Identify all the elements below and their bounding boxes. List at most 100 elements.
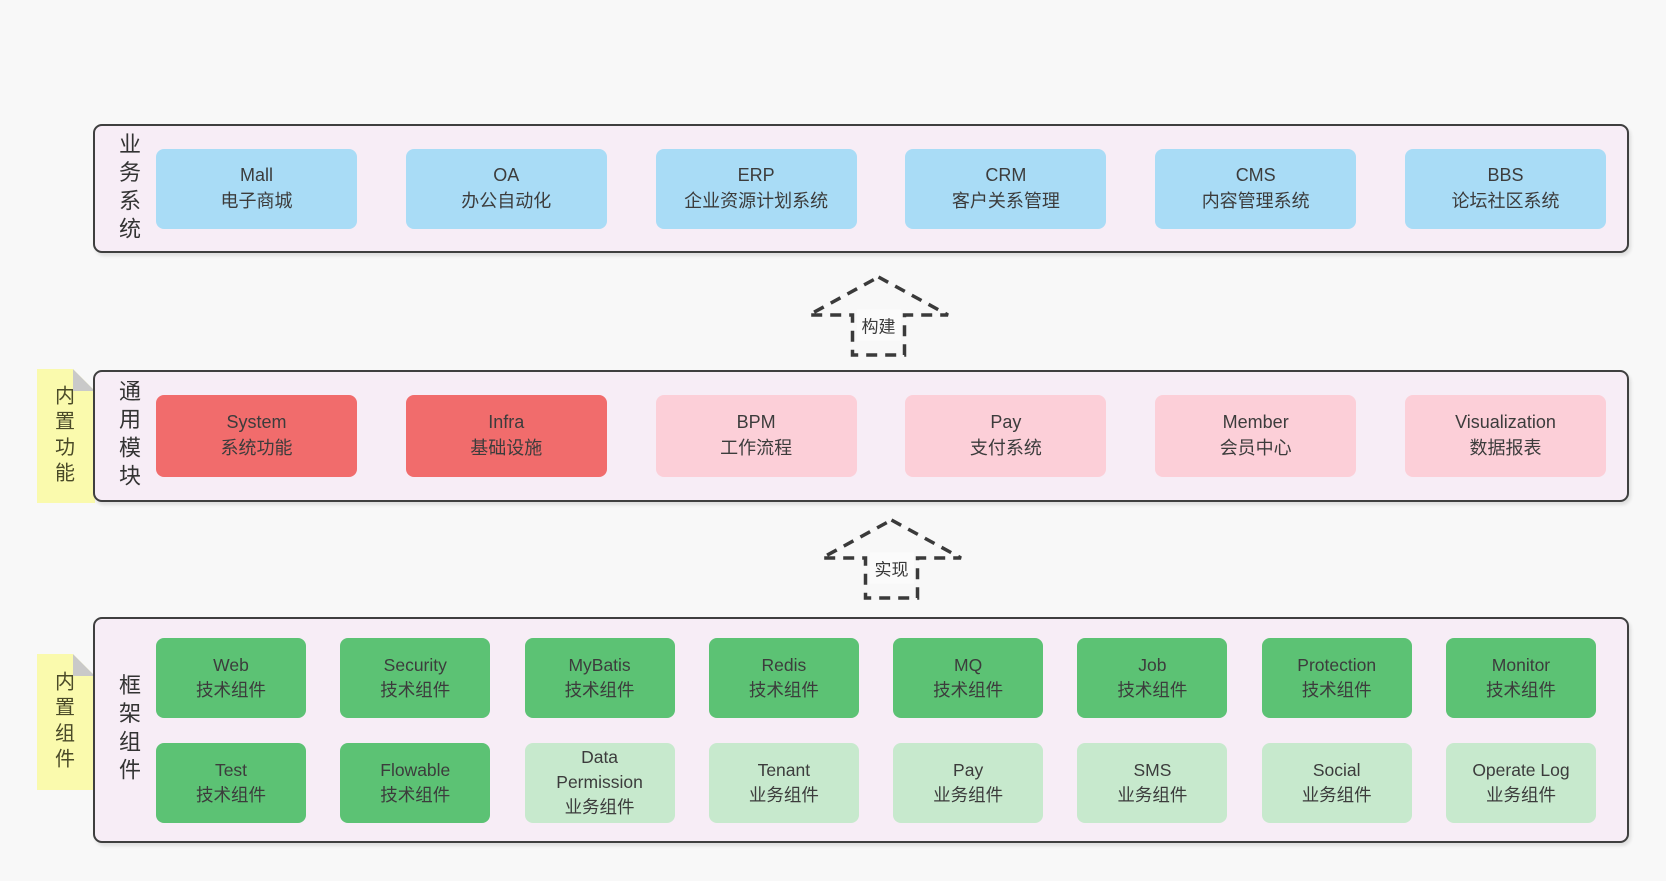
arrow-up-icon: [821, 518, 962, 600]
box-cms: CMS 内容管理系统: [1155, 148, 1357, 229]
box-mq: MQ 技术组件: [893, 637, 1044, 718]
section-business-systems: 业务系统 Mall 电子商城 OA 办公自动化 ERP 企业资源计划系统 CRM…: [93, 124, 1629, 253]
box-title: Operate Log: [1472, 759, 1570, 780]
arrow-label: 实现: [869, 552, 914, 584]
box-security: Security 技术组件: [340, 637, 491, 718]
box-subtitle: 技术组件: [1301, 679, 1372, 700]
box-protection: Protection 技术组件: [1261, 637, 1412, 718]
box-oa: OA 办公自动化: [405, 148, 607, 229]
box-subtitle: 技术组件: [564, 679, 635, 700]
box-subtitle: 业务组件: [1485, 784, 1556, 805]
box-title: MyBatis: [568, 654, 631, 675]
box-title: Data Permission: [556, 747, 643, 793]
box-social: Social 业务组件: [1261, 742, 1412, 823]
box-erp: ERP 企业资源计划系统: [655, 148, 857, 229]
box-web: Web 技术组件: [156, 637, 306, 718]
box-subtitle: 工作流程: [720, 438, 793, 458]
box-flowable: Flowable 技术组件: [340, 742, 491, 823]
box-title: Flowable: [380, 759, 451, 780]
sticky-note-label: 内置功能: [51, 384, 74, 488]
arrow-implement: 实现: [820, 518, 963, 600]
box-redis: Redis 技术组件: [708, 637, 859, 718]
box-rows: System 系统功能 Infra 基础设施 BPM 工作流程 Pay 支付系统…: [156, 372, 1606, 500]
box-subtitle: 技术组件: [933, 679, 1004, 700]
box-subtitle: 技术组件: [196, 784, 266, 805]
sticky-note-built-in-components: 内置组件: [37, 654, 95, 790]
box-mybatis: MyBatis 技术组件: [524, 637, 675, 718]
box-subtitle: 技术组件: [380, 679, 451, 700]
box-bbs: BBS 论坛社区系统: [1404, 148, 1606, 229]
section-label: 业务系统: [116, 132, 141, 245]
box-data-permission: Data Permission 业务组件: [524, 742, 675, 823]
box-title: Job: [1138, 654, 1167, 675]
box-title: Member: [1222, 412, 1289, 433]
box-subtitle: 电子商城: [220, 190, 293, 211]
box-subtitle: 论坛社区系统: [1451, 190, 1560, 211]
box-row: System 系统功能 Infra 基础设施 BPM 工作流程 Pay 支付系统…: [156, 395, 1606, 477]
box-subtitle: 客户关系管理: [951, 190, 1060, 211]
box-infra: Infra 基础设施: [405, 395, 607, 477]
box-subtitle: 办公自动化: [461, 190, 552, 211]
sticky-note-label: 内置组件: [51, 670, 74, 774]
box-subtitle: 业务组件: [1301, 784, 1372, 805]
box-operate-log: Operate Log 业务组件: [1445, 742, 1596, 823]
section-framework-components: 框架组件 Web 技术组件 Security 技术组件 MyBatis 技术组件…: [93, 617, 1629, 843]
box-title: CRM: [985, 164, 1027, 185]
box-subtitle: 内容管理系统: [1201, 190, 1310, 211]
box-subtitle: 会员中心: [1219, 438, 1292, 458]
section-common-modules: 通用模块 System 系统功能 Infra 基础设施 BPM 工作流程 Pay…: [93, 370, 1629, 502]
box-subtitle: 数据报表: [1469, 438, 1542, 458]
box-pay: Pay 支付系统: [905, 395, 1107, 477]
section-label: 通用模块: [116, 379, 141, 493]
box-title: Protection: [1297, 654, 1377, 675]
arrow-build: 构建: [807, 275, 950, 357]
box-member: Member 会员中心: [1155, 395, 1357, 477]
box-title: Security: [383, 654, 447, 675]
box-rows: Web 技术组件 Security 技术组件 MyBatis 技术组件 Redi…: [156, 619, 1596, 841]
box-mall: Mall 电子商城: [156, 148, 357, 229]
box-subtitle: 技术组件: [1117, 679, 1188, 700]
box-title: Pay: [953, 759, 984, 780]
sticky-note-built-in-functions: 内置功能: [37, 369, 95, 503]
box-subtitle: 技术组件: [748, 679, 819, 700]
box-title: BBS: [1487, 164, 1524, 185]
box-subtitle: 技术组件: [196, 679, 266, 700]
section-label: 框架组件: [116, 673, 141, 787]
box-crm: CRM 客户关系管理: [905, 148, 1107, 229]
arrow-up-icon: [808, 275, 949, 357]
box-subtitle: 业务组件: [1117, 784, 1188, 805]
arrow-label: 构建: [856, 309, 901, 341]
box-test: Test 技术组件: [156, 742, 306, 823]
box-visualization: Visualization 数据报表: [1404, 395, 1606, 477]
box-subtitle: 技术组件: [380, 784, 451, 805]
box-system: System 系统功能: [156, 395, 357, 477]
box-title: System: [226, 412, 287, 433]
box-subtitle: 业务组件: [748, 784, 819, 805]
box-bpm: BPM 工作流程: [655, 395, 857, 477]
box-title: Pay: [990, 412, 1022, 433]
box-title: SMS: [1133, 759, 1172, 780]
box-subtitle: 企业资源计划系统: [684, 190, 829, 211]
box-subtitle: 系统功能: [220, 438, 293, 458]
box-subtitle: 技术组件: [1485, 679, 1556, 700]
box-row: Web 技术组件 Security 技术组件 MyBatis 技术组件 Redi…: [156, 637, 1596, 718]
box-title: Monitor: [1491, 654, 1551, 675]
box-title: ERP: [737, 164, 775, 185]
box-tenant: Tenant 业务组件: [708, 742, 859, 823]
box-title: Tenant: [757, 759, 811, 780]
box-title: Web: [213, 654, 249, 675]
box-title: BPM: [736, 412, 776, 433]
box-title: OA: [493, 164, 520, 185]
box-title: MQ: [954, 654, 983, 675]
box-monitor: Monitor 技术组件: [1445, 637, 1596, 718]
box-title: Test: [214, 759, 248, 780]
box-row: Mall 电子商城 OA 办公自动化 ERP 企业资源计划系统 CRM 客户关系…: [156, 148, 1606, 229]
box-subtitle: 基础设施: [470, 438, 543, 458]
box-subtitle: 支付系统: [969, 438, 1042, 458]
box-subtitle: 业务组件: [933, 784, 1004, 805]
box-sms: SMS 业务组件: [1077, 742, 1228, 823]
box-title: Redis: [761, 654, 807, 675]
box-row: Test 技术组件 Flowable 技术组件 Data Permission …: [156, 742, 1596, 823]
box-title: CMS: [1235, 164, 1276, 185]
box-rows: Mall 电子商城 OA 办公自动化 ERP 企业资源计划系统 CRM 客户关系…: [156, 126, 1606, 251]
